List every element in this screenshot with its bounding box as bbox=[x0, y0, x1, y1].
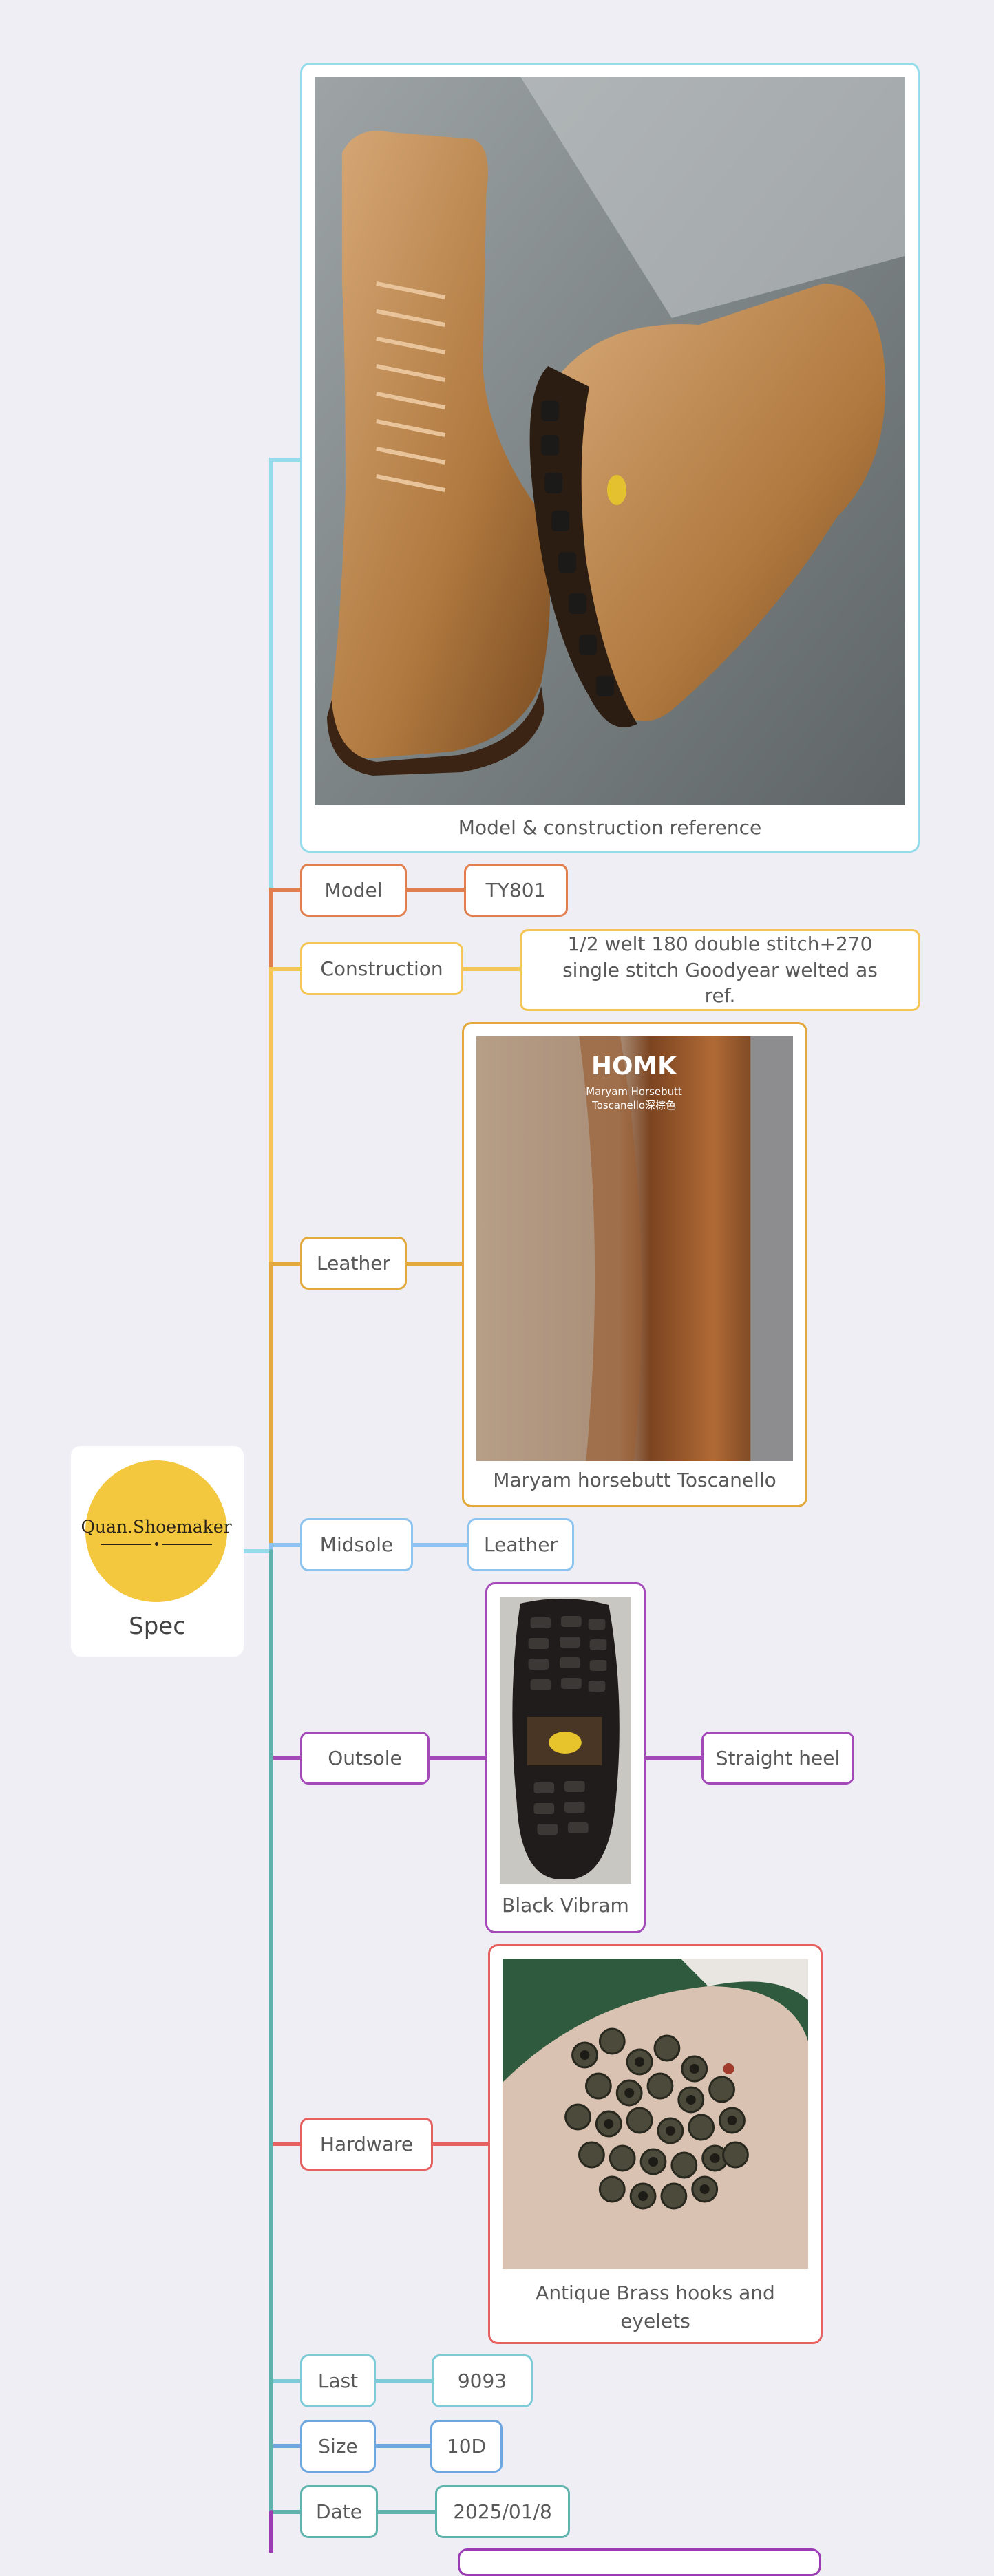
root-label: Spec bbox=[129, 1612, 186, 1640]
photo-line-2: Toscanello深棕色 bbox=[591, 1099, 676, 1111]
connector-date bbox=[269, 1549, 304, 2514]
leather-image-card[interactable]: HOMK Maryam Horsebutt Toscanello深棕色 Mary… bbox=[462, 1022, 807, 1507]
boots-photo bbox=[315, 77, 905, 805]
connector-size bbox=[269, 1549, 304, 2448]
midsole-node[interactable]: Midsole bbox=[300, 1518, 413, 1571]
date-value[interactable]: 2025/01/8 bbox=[435, 2485, 570, 2538]
model-node[interactable]: Model bbox=[300, 864, 407, 917]
outsole-caption: Black Vibram bbox=[502, 1894, 629, 1917]
hardware-node[interactable]: Hardware bbox=[300, 2118, 433, 2171]
continuation-node[interactable] bbox=[458, 2548, 821, 2576]
size-value[interactable]: 10D bbox=[430, 2420, 503, 2473]
reference-image-card[interactable]: Model & construction reference bbox=[300, 63, 920, 853]
leather-caption: Maryam horsebutt Toscanello bbox=[493, 1469, 776, 1491]
connector-hardware bbox=[269, 1549, 304, 2146]
last-value[interactable]: 9093 bbox=[432, 2354, 533, 2407]
outsole-node[interactable]: Outsole bbox=[300, 1732, 430, 1785]
outsole-image-card[interactable]: Black Vibram bbox=[485, 1582, 646, 1933]
root-node[interactable]: Quan.Shoemaker Spec bbox=[71, 1446, 244, 1657]
connector-outsole bbox=[269, 1549, 304, 1760]
hardware-caption: Antique Brass hooks and eyelets bbox=[536, 2281, 775, 2332]
reference-caption: Model & construction reference bbox=[458, 816, 762, 839]
connector-last bbox=[269, 1549, 304, 2383]
leather-node[interactable]: Leather bbox=[300, 1237, 407, 1290]
photo-line-1: Maryam Horsebutt bbox=[586, 1085, 682, 1098]
connector-leather bbox=[269, 1262, 304, 1553]
last-node[interactable]: Last bbox=[300, 2354, 376, 2407]
connector-midsole bbox=[269, 1543, 304, 1553]
construction-value[interactable]: 1/2 welt 180 double stitch+270 single st… bbox=[520, 929, 920, 1011]
outsole-photo bbox=[500, 1597, 631, 1884]
photo-brand: HOMK bbox=[591, 1052, 677, 1081]
hardware-image-card[interactable]: Antique Brass hooks and eyelets bbox=[488, 1944, 823, 2344]
construction-node[interactable]: Construction bbox=[300, 942, 463, 995]
model-value[interactable]: TY801 bbox=[464, 864, 568, 917]
connector-construction bbox=[269, 967, 304, 1553]
outsole-value[interactable]: Straight heel bbox=[701, 1732, 854, 1785]
midsole-value[interactable]: Leather bbox=[467, 1518, 574, 1571]
size-node[interactable]: Size bbox=[300, 2420, 376, 2473]
logo-text: Quan.Shoemaker bbox=[81, 1517, 232, 1537]
connector-model bbox=[269, 888, 304, 1553]
brand-logo: Quan.Shoemaker bbox=[81, 1460, 232, 1602]
date-node[interactable]: Date bbox=[300, 2485, 378, 2538]
hardware-photo bbox=[503, 1959, 808, 2269]
leather-photo: HOMK Maryam Horsebutt Toscanello深棕色 bbox=[476, 1036, 793, 1461]
